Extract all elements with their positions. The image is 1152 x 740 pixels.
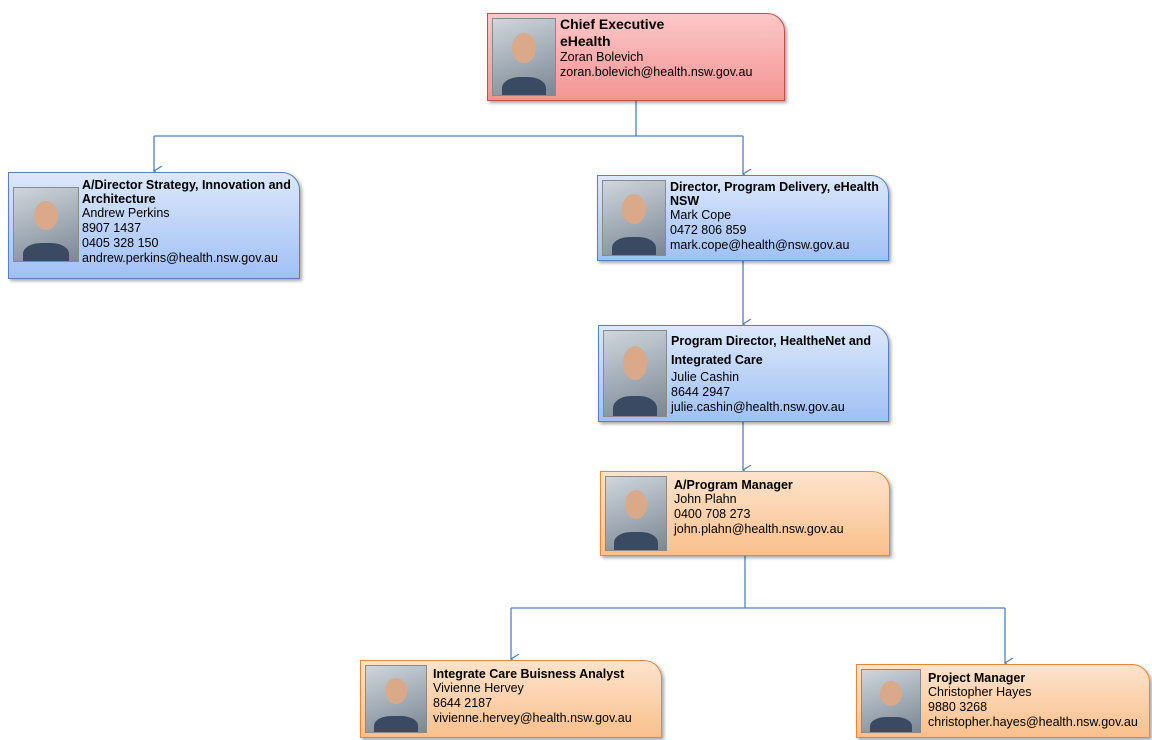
org-node-business-analyst: Integrate Care Buisness Analyst Vivienne… (360, 660, 662, 738)
org-node-program-manager: A/Program Manager John Plahn 0400 708 27… (600, 471, 890, 556)
person-phone: 0400 708 273 (674, 507, 751, 521)
person-email: julie.cashin@health.nsw.gov.au (671, 400, 845, 414)
person-name: Zoran Bolevich (560, 50, 644, 64)
person-name: Vivienne Hervey (433, 681, 524, 695)
node-title: Chief Executive (560, 16, 665, 32)
person-name: Andrew Perkins (82, 206, 170, 220)
person-name: John Plahn (674, 492, 737, 506)
person-email: christopher.hayes@health.nsw.gov.au (928, 715, 1138, 729)
org-node-director-program-delivery: Director, Program Delivery, eHealth NSW … (597, 175, 889, 261)
node-title: Director, Program Delivery, eHealth NSW (670, 180, 879, 208)
person-email: mark.cope@health@nsw.gov.au (670, 238, 850, 252)
node-subtitle: eHealth (560, 33, 611, 49)
node-title: A/Director Strategy, Innovation and Arch… (82, 178, 291, 206)
person-email: vivienne.hervey@health.nsw.gov.au (433, 711, 632, 725)
person-photo (365, 665, 427, 733)
person-name: Christopher Hayes (928, 685, 1032, 699)
person-email: andrew.perkins@health.nsw.gov.au (82, 251, 278, 265)
org-node-program-director-healthenet: Program Director, HealtheNet and Integra… (598, 325, 889, 422)
node-title: Project Manager (928, 671, 1026, 685)
person-photo (603, 330, 667, 417)
org-node-chief-executive: Chief Executive eHealth Zoran Bolevich z… (487, 13, 785, 101)
node-title: Program Director, HealtheNet and Integra… (671, 334, 872, 367)
person-phone: 8644 2187 (433, 696, 493, 710)
person-photo (861, 669, 921, 733)
org-node-director-strategy: A/Director Strategy, Innovation and Arch… (8, 172, 300, 279)
person-photo (602, 180, 666, 256)
person-phone: 9880 3268 (928, 700, 988, 714)
person-email: zoran.bolevich@health.nsw.gov.au (560, 65, 753, 79)
person-name: Julie Cashin (671, 370, 740, 384)
person-email: john.plahn@health.nsw.gov.au (674, 522, 844, 536)
person-photo (605, 476, 667, 551)
person-phone: 0472 806 859 (670, 223, 747, 237)
org-node-project-manager: Project Manager Christopher Hayes 9880 3… (856, 664, 1150, 738)
person-photo (492, 18, 556, 96)
node-title: Integrate Care Buisness Analyst (433, 667, 625, 681)
node-title: A/Program Manager (674, 478, 793, 492)
person-phone: 8907 1437 (82, 221, 142, 235)
person-phone: 8644 2947 (671, 385, 731, 399)
person-photo (13, 187, 79, 262)
person-name: Mark Cope (670, 208, 732, 222)
person-mobile: 0405 328 150 (82, 236, 159, 250)
